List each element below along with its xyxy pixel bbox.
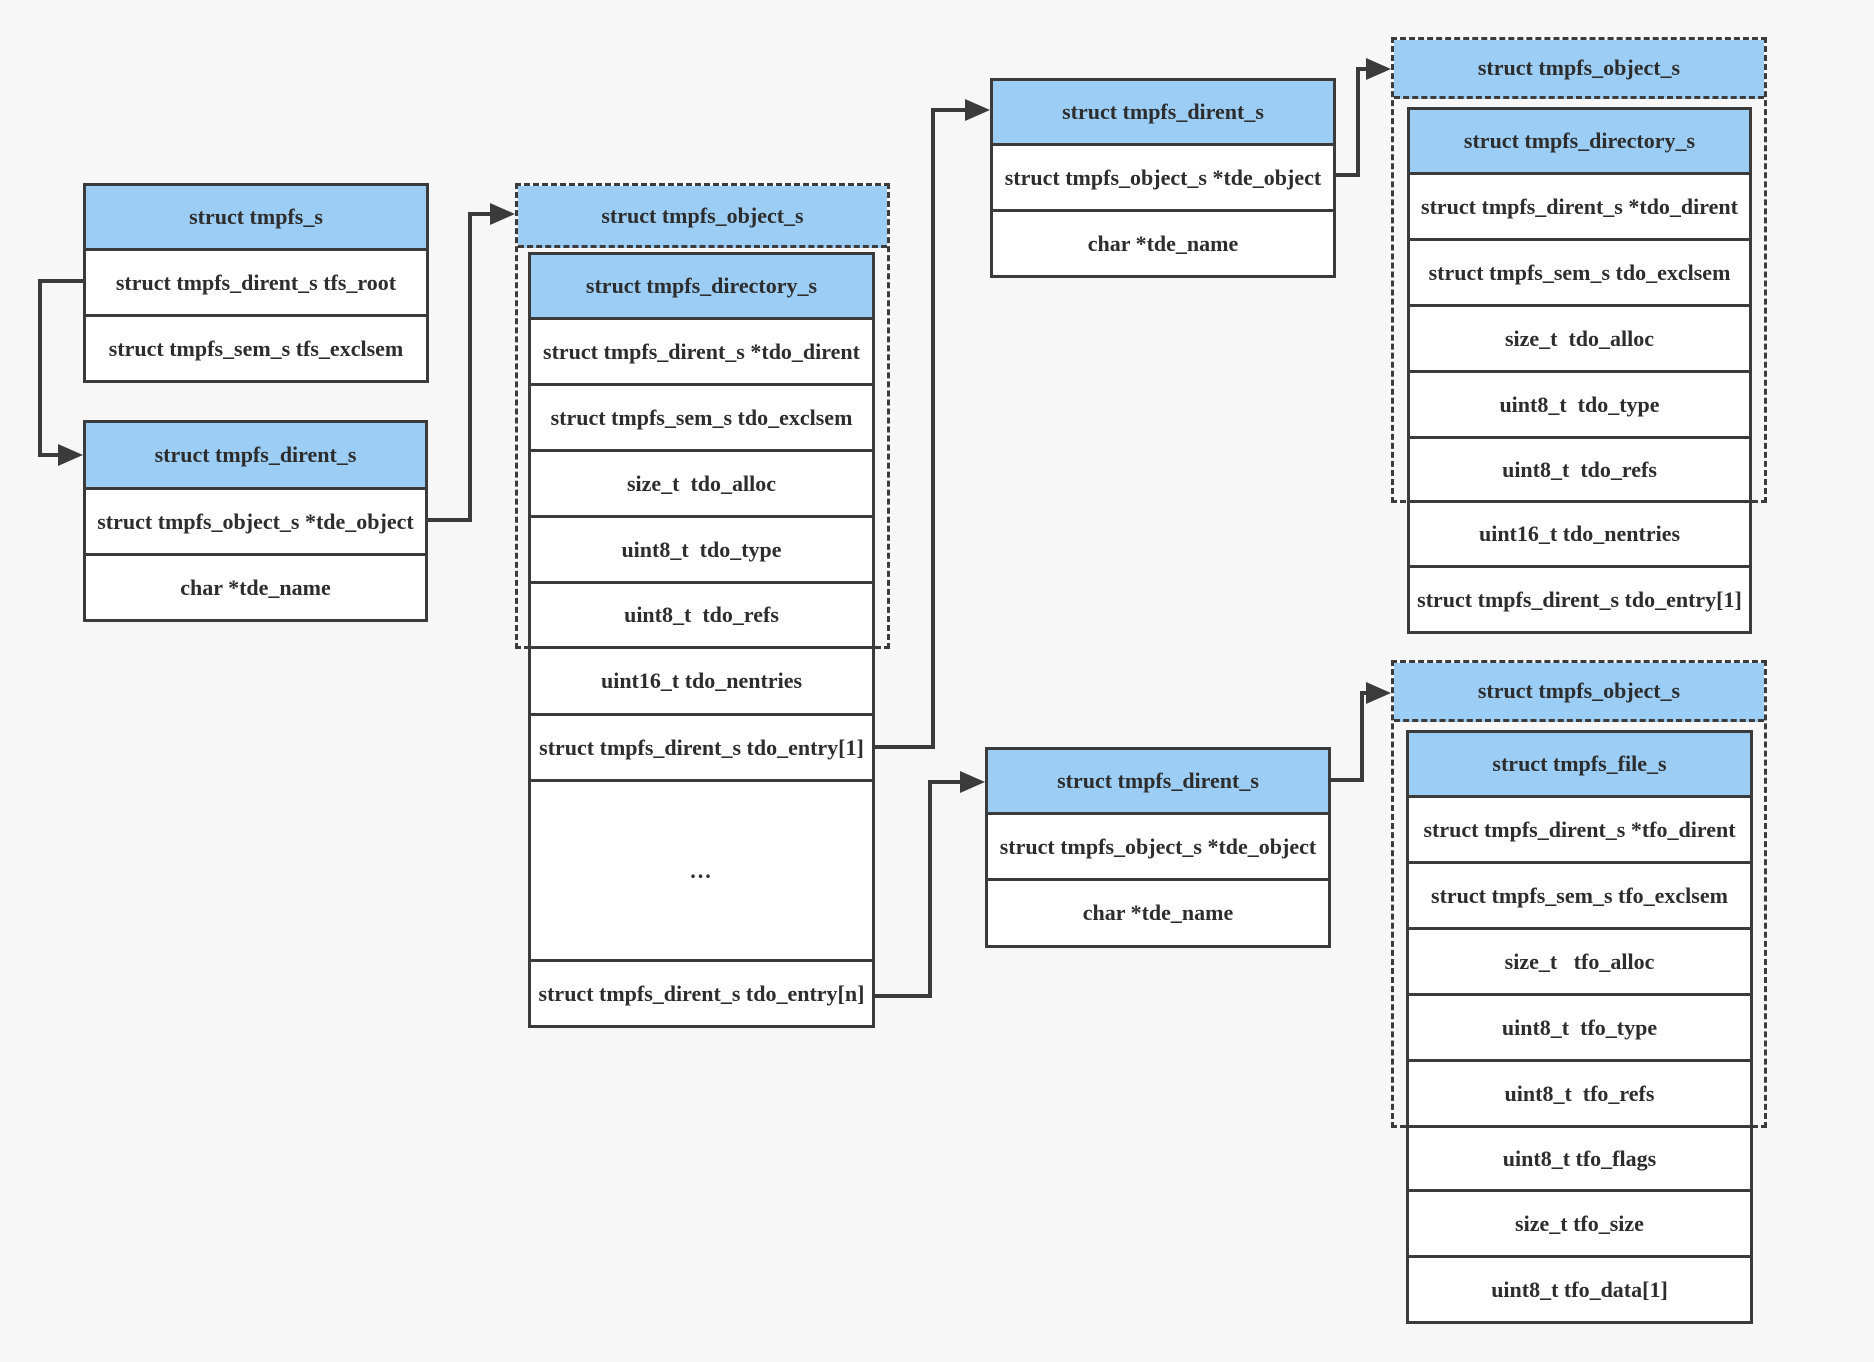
field-tdo-nentries: uint16_t tdo_nentries [1410, 503, 1749, 565]
field-tdo-exclsem: struct tmpfs_sem_s tdo_exclsem [1410, 238, 1749, 304]
field-tde-name: char *tde_name [988, 878, 1328, 945]
struct-title: struct tmpfs_object_s [1394, 40, 1764, 99]
field-tdo-entry-1: struct tmpfs_dirent_s tdo_entry[1] [1410, 565, 1749, 631]
struct-title: struct tmpfs_dirent_s [86, 423, 425, 487]
field-tde-name: char *tde_name [86, 553, 425, 619]
field-tfo-size: size_t tfo_size [1409, 1189, 1750, 1255]
arrowhead [490, 203, 515, 225]
struct-title: struct tmpfs_dirent_s [993, 81, 1333, 143]
struct-box-file-childn: struct tmpfs_file_s struct tmpfs_dirent_… [1406, 730, 1753, 1128]
field-tdo-alloc: size_t tdo_alloc [531, 449, 872, 515]
field-tfo-type: uint8_t tfo_type [1409, 993, 1750, 1059]
field-tde-object: struct tmpfs_object_s *tde_object [988, 812, 1328, 878]
field-tdo-entry-1: struct tmpfs_dirent_s tdo_entry[1] [531, 713, 872, 779]
field-tdo-refs: uint8_t tdo_refs [1410, 436, 1749, 500]
struct-box-dirent-child1: struct tmpfs_dirent_s struct tmpfs_objec… [990, 78, 1336, 278]
field-ellipsis: ... [531, 779, 872, 959]
struct-box-directory-root: struct tmpfs_directory_s struct tmpfs_di… [528, 252, 875, 649]
field-tde-name: char *tde_name [993, 209, 1333, 275]
field-tdo-refs: uint8_t tdo_refs [531, 581, 872, 646]
field-tdo-dirent: struct tmpfs_dirent_s *tdo_dirent [1410, 172, 1749, 238]
field-tde-object: struct tmpfs_object_s *tde_object [993, 143, 1333, 209]
field-tde-object: struct tmpfs_object_s *tde_object [86, 487, 425, 553]
struct-title: struct tmpfs_object_s [1394, 663, 1764, 722]
field-tdo-type: uint8_t tdo_type [531, 515, 872, 581]
struct-box-directory-child1: struct tmpfs_directory_s struct tmpfs_di… [1407, 107, 1752, 503]
struct-title: struct tmpfs_object_s [518, 186, 887, 248]
field-tfo-dirent: struct tmpfs_dirent_s *tfo_dirent [1409, 795, 1750, 861]
field-tfo-exclsem: struct tmpfs_sem_s tfo_exclsem [1409, 861, 1750, 927]
connector-tdeobject-to-object-child1 [1336, 67, 1368, 177]
object-childn-tail-rows: uint8_t tfo_flags size_t tfo_size uint8_… [1406, 1128, 1753, 1324]
struct-box-object-child1: struct tmpfs_object_s [1391, 37, 1767, 503]
connector-tfsroot-to-dirent [38, 279, 83, 457]
struct-box-tmpfs-s: struct tmpfs_s struct tmpfs_dirent_s tfs… [83, 183, 429, 383]
struct-title: struct tmpfs_dirent_s [988, 750, 1328, 812]
field-tdo-exclsem: struct tmpfs_sem_s tdo_exclsem [531, 383, 872, 449]
field-tdo-dirent: struct tmpfs_dirent_s *tdo_dirent [531, 317, 872, 383]
connector-tdeobject-to-object-root [427, 212, 492, 522]
field-tfo-data-1: uint8_t tfo_data[1] [1409, 1255, 1750, 1321]
arrowhead [1366, 682, 1391, 704]
arrowhead [1366, 58, 1391, 80]
field-tdo-entry-n: struct tmpfs_dirent_s tdo_entry[n] [531, 959, 872, 1025]
struct-title: struct tmpfs_s [86, 186, 426, 248]
arrowhead [960, 771, 985, 793]
object-root-tail-rows: uint16_t tdo_nentries struct tmpfs_diren… [528, 649, 875, 1028]
struct-title: struct tmpfs_file_s [1409, 733, 1750, 795]
field-tfs-root: struct tmpfs_dirent_s tfs_root [86, 248, 426, 314]
field-tfo-refs: uint8_t tfo_refs [1409, 1059, 1750, 1125]
struct-title: struct tmpfs_directory_s [531, 255, 872, 317]
object-child1-tail-rows: uint16_t tdo_nentries struct tmpfs_diren… [1407, 503, 1752, 634]
connector-entry1-to-dirent-child1 [875, 108, 967, 749]
arrowhead [965, 99, 990, 121]
connector-tdeobject-to-object-childn [1331, 691, 1368, 782]
struct-title: struct tmpfs_directory_s [1410, 110, 1749, 172]
arrowhead [58, 444, 83, 466]
field-tfo-alloc: size_t tfo_alloc [1409, 927, 1750, 993]
struct-box-dirent-childn: struct tmpfs_dirent_s struct tmpfs_objec… [985, 747, 1331, 948]
field-tdo-alloc: size_t tdo_alloc [1410, 304, 1749, 370]
field-tfs-exclsem: struct tmpfs_sem_s tfs_exclsem [86, 314, 426, 380]
struct-box-dirent-root: struct tmpfs_dirent_s struct tmpfs_objec… [83, 420, 428, 622]
field-tdo-nentries: uint16_t tdo_nentries [531, 649, 872, 713]
field-tdo-type: uint8_t tdo_type [1410, 370, 1749, 436]
connector-entryn-to-dirent-childn [875, 780, 962, 998]
field-tfo-flags: uint8_t tfo_flags [1409, 1128, 1750, 1189]
struct-box-object-childn: struct tmpfs_object_s [1391, 660, 1767, 1128]
